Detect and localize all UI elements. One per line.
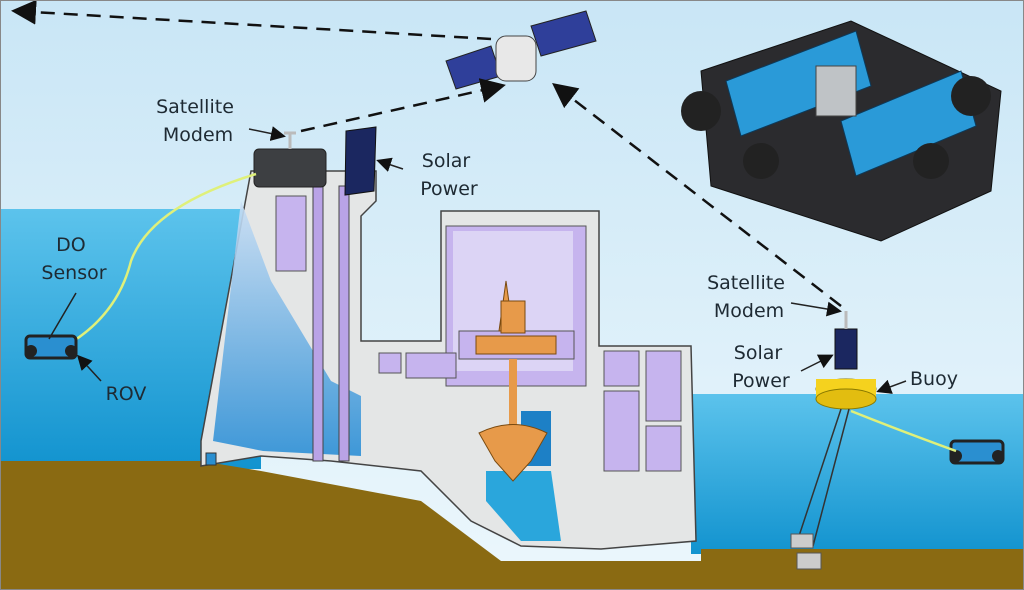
satellite	[445, 10, 597, 90]
dam-solar-panel	[344, 126, 377, 196]
label-pointers	[48, 126, 907, 394]
ground	[1, 461, 1023, 589]
comm-links	[11, 1, 842, 307]
label-buoy-solar-power: Solar Power	[732, 342, 790, 392]
river-water	[691, 394, 1023, 554]
turbine-generator	[458, 280, 575, 482]
label-do-sensor: DO Sensor	[41, 234, 106, 284]
rov-large	[681, 20, 1002, 242]
antenna-icon	[284, 131, 296, 149]
label-rov: ROV	[106, 383, 147, 405]
rov-left	[24, 334, 78, 360]
label-dam-solar-power: Solar Power	[420, 150, 478, 200]
tether-left	[55, 172, 257, 353]
rov-right	[949, 439, 1005, 465]
label-buoy: Buoy	[910, 368, 958, 390]
dam-modem-box	[253, 148, 327, 188]
tether-right	[850, 409, 957, 453]
label-buoy-satellite-modem: Satellite Modem	[707, 272, 791, 322]
buoy	[790, 311, 877, 570]
label-dam-satellite-modem: Satellite Modem	[156, 96, 240, 146]
